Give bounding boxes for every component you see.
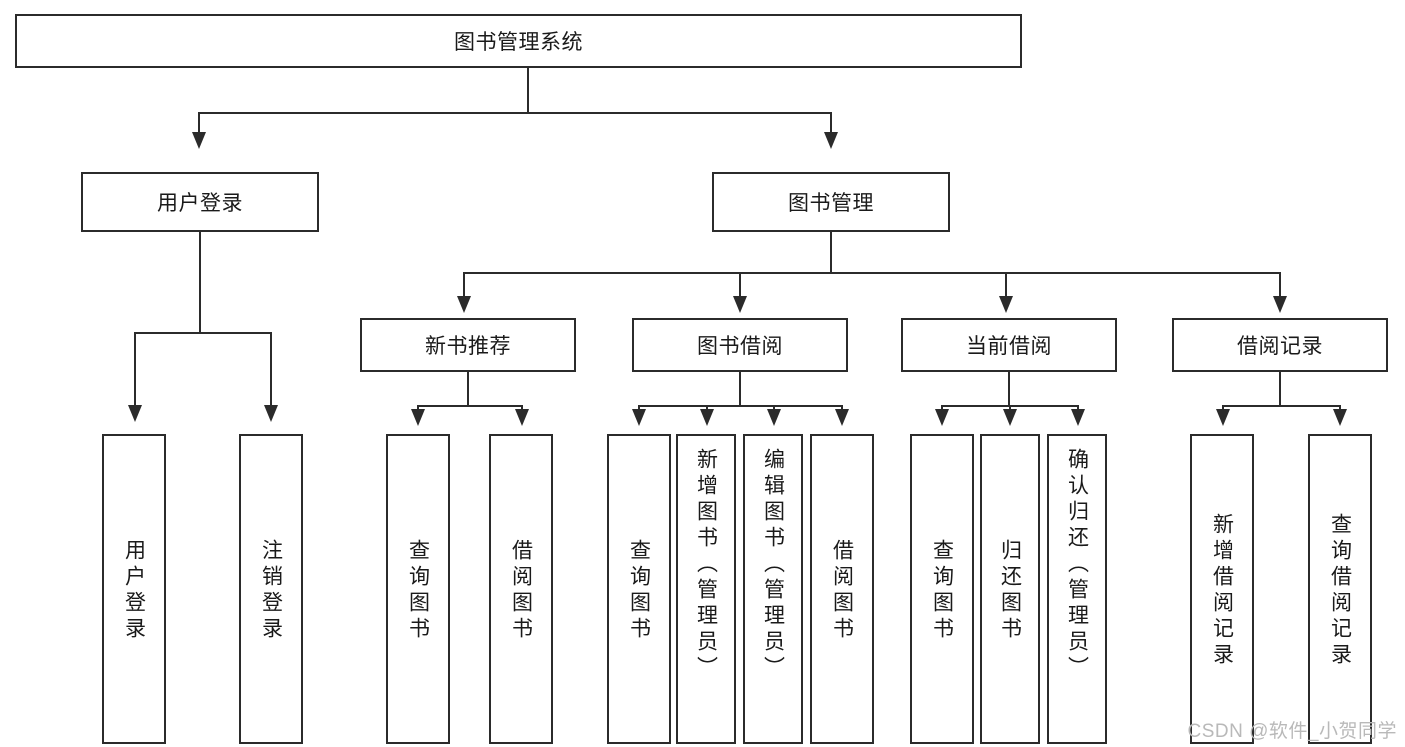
leaf-logout[interactable]: 注销登录 xyxy=(239,434,303,744)
node-book-management[interactable]: 图书管理 xyxy=(712,172,950,232)
leaf-label: 查询图书 xyxy=(930,539,954,643)
arrowhead-to-user-login xyxy=(192,132,206,149)
node-label: 图书管理系统 xyxy=(454,31,583,54)
leaf-query-book-cb[interactable]: 查询图书 xyxy=(910,434,974,744)
node-label: 借阅记录 xyxy=(1237,335,1323,358)
leaf-edit-book-admin[interactable]: 编辑图书（管理员） xyxy=(743,434,803,744)
arrowhead-user-login-leaf-1 xyxy=(128,405,142,422)
arrowhead-borrow-record xyxy=(1273,296,1287,313)
leaf-add-borrow-record[interactable]: 新增借阅记录 xyxy=(1190,434,1254,744)
connector-bb-bar xyxy=(638,405,842,407)
leaf-label: 新增图书（管理员） xyxy=(694,448,718,682)
connector-root-stem xyxy=(527,68,529,113)
leaf-label: 归还图书 xyxy=(998,539,1022,643)
connector-bb-leaf-1 xyxy=(638,405,640,411)
leaf-add-book-admin[interactable]: 新增图书（管理员） xyxy=(676,434,736,744)
arrowhead-to-book-management xyxy=(824,132,838,149)
node-label: 当前借阅 xyxy=(966,335,1052,358)
node-borrow-record[interactable]: 借阅记录 xyxy=(1172,318,1388,372)
arrowhead-bb-leaf-1 xyxy=(632,409,646,426)
node-label: 用户登录 xyxy=(157,192,243,215)
connector-user-login-to-leaf-1 xyxy=(134,332,136,408)
arrowhead-br-leaf-1 xyxy=(1216,409,1230,426)
connector-br-bar xyxy=(1222,405,1340,407)
connector-nbr-stem xyxy=(467,372,469,406)
connector-nbr-leaf-2 xyxy=(521,405,523,411)
leaf-borrow-book-bb[interactable]: 借阅图书 xyxy=(810,434,874,744)
arrowhead-cb-leaf-1 xyxy=(935,409,949,426)
leaf-label: 新增借阅记录 xyxy=(1210,513,1234,669)
arrowhead-bb-leaf-4 xyxy=(835,409,849,426)
leaf-label: 注销登录 xyxy=(259,539,283,643)
connector-user-login-to-leaf-2 xyxy=(270,332,272,408)
node-label: 图书管理 xyxy=(788,192,874,215)
leaf-user-login[interactable]: 用户登录 xyxy=(102,434,166,744)
arrowhead-new-book-recommend xyxy=(457,296,471,313)
node-user-login[interactable]: 用户登录 xyxy=(81,172,319,232)
leaf-label: 查询图书 xyxy=(406,539,430,643)
arrowhead-nbr-leaf-1 xyxy=(411,409,425,426)
node-new-book-recommend[interactable]: 新书推荐 xyxy=(360,318,576,372)
connector-user-login-bar xyxy=(134,332,271,334)
node-label: 新书推荐 xyxy=(425,335,511,358)
connector-br-leaf-2 xyxy=(1339,405,1341,411)
leaf-label: 用户登录 xyxy=(122,539,146,643)
arrowhead-bb-leaf-2 xyxy=(700,409,714,426)
node-label: 图书借阅 xyxy=(697,335,783,358)
connector-root-bar xyxy=(198,112,830,114)
leaf-query-borrow-record[interactable]: 查询借阅记录 xyxy=(1308,434,1372,744)
connector-cb-leaf-2 xyxy=(1009,405,1011,411)
leaf-return-book[interactable]: 归还图书 xyxy=(980,434,1040,744)
leaf-query-book-nbr[interactable]: 查询图书 xyxy=(386,434,450,744)
arrowhead-cb-leaf-3 xyxy=(1071,409,1085,426)
leaf-label: 查询借阅记录 xyxy=(1328,513,1352,669)
connector-nbr-bar xyxy=(417,405,522,407)
arrowhead-current-borrow xyxy=(999,296,1013,313)
connector-bb-leaf-3 xyxy=(773,405,775,411)
leaf-label: 编辑图书（管理员） xyxy=(761,448,785,682)
leaf-label: 借阅图书 xyxy=(830,539,854,643)
connector-bm-to-new-book xyxy=(463,272,465,300)
leaf-label: 确认归还（管理员） xyxy=(1065,448,1089,682)
arrowhead-user-login-leaf-2 xyxy=(264,405,278,422)
leaf-label: 查询图书 xyxy=(627,539,651,643)
leaf-confirm-return-admin[interactable]: 确认归还（管理员） xyxy=(1047,434,1107,744)
connector-bm-to-book-borrow xyxy=(739,272,741,300)
connector-bm-to-current-borrow xyxy=(1005,272,1007,300)
connector-bb-stem xyxy=(739,372,741,406)
arrowhead-book-borrow xyxy=(733,296,747,313)
arrowhead-br-leaf-2 xyxy=(1333,409,1347,426)
connector-user-login-stem xyxy=(199,232,201,333)
node-current-borrow[interactable]: 当前借阅 xyxy=(901,318,1117,372)
node-root-book-management-system[interactable]: 图书管理系统 xyxy=(15,14,1022,68)
connector-br-leaf-1 xyxy=(1222,405,1224,411)
connector-br-stem xyxy=(1279,372,1281,406)
leaf-borrow-book-nbr[interactable]: 借阅图书 xyxy=(489,434,553,744)
connector-bb-leaf-4 xyxy=(841,405,843,411)
leaf-query-book-bb[interactable]: 查询图书 xyxy=(607,434,671,744)
arrowhead-cb-leaf-2 xyxy=(1003,409,1017,426)
connector-bm-to-borrow-record xyxy=(1279,272,1281,300)
arrowhead-nbr-leaf-2 xyxy=(515,409,529,426)
node-book-borrow[interactable]: 图书借阅 xyxy=(632,318,848,372)
connector-nbr-leaf-1 xyxy=(417,405,419,411)
connector-cb-leaf-3 xyxy=(1077,405,1079,411)
connector-cb-leaf-1 xyxy=(941,405,943,411)
connector-root-to-user-login xyxy=(198,112,200,135)
leaf-label: 借阅图书 xyxy=(509,539,533,643)
connector-book-management-bar xyxy=(463,272,1281,274)
connector-root-to-book-management xyxy=(830,112,832,135)
connector-bb-leaf-2 xyxy=(706,405,708,411)
csdn-watermark: CSDN @软件_小贺同学 xyxy=(1187,721,1397,742)
arrowhead-bb-leaf-3 xyxy=(767,409,781,426)
connector-cb-stem xyxy=(1008,372,1010,406)
connector-book-management-stem xyxy=(830,232,832,274)
